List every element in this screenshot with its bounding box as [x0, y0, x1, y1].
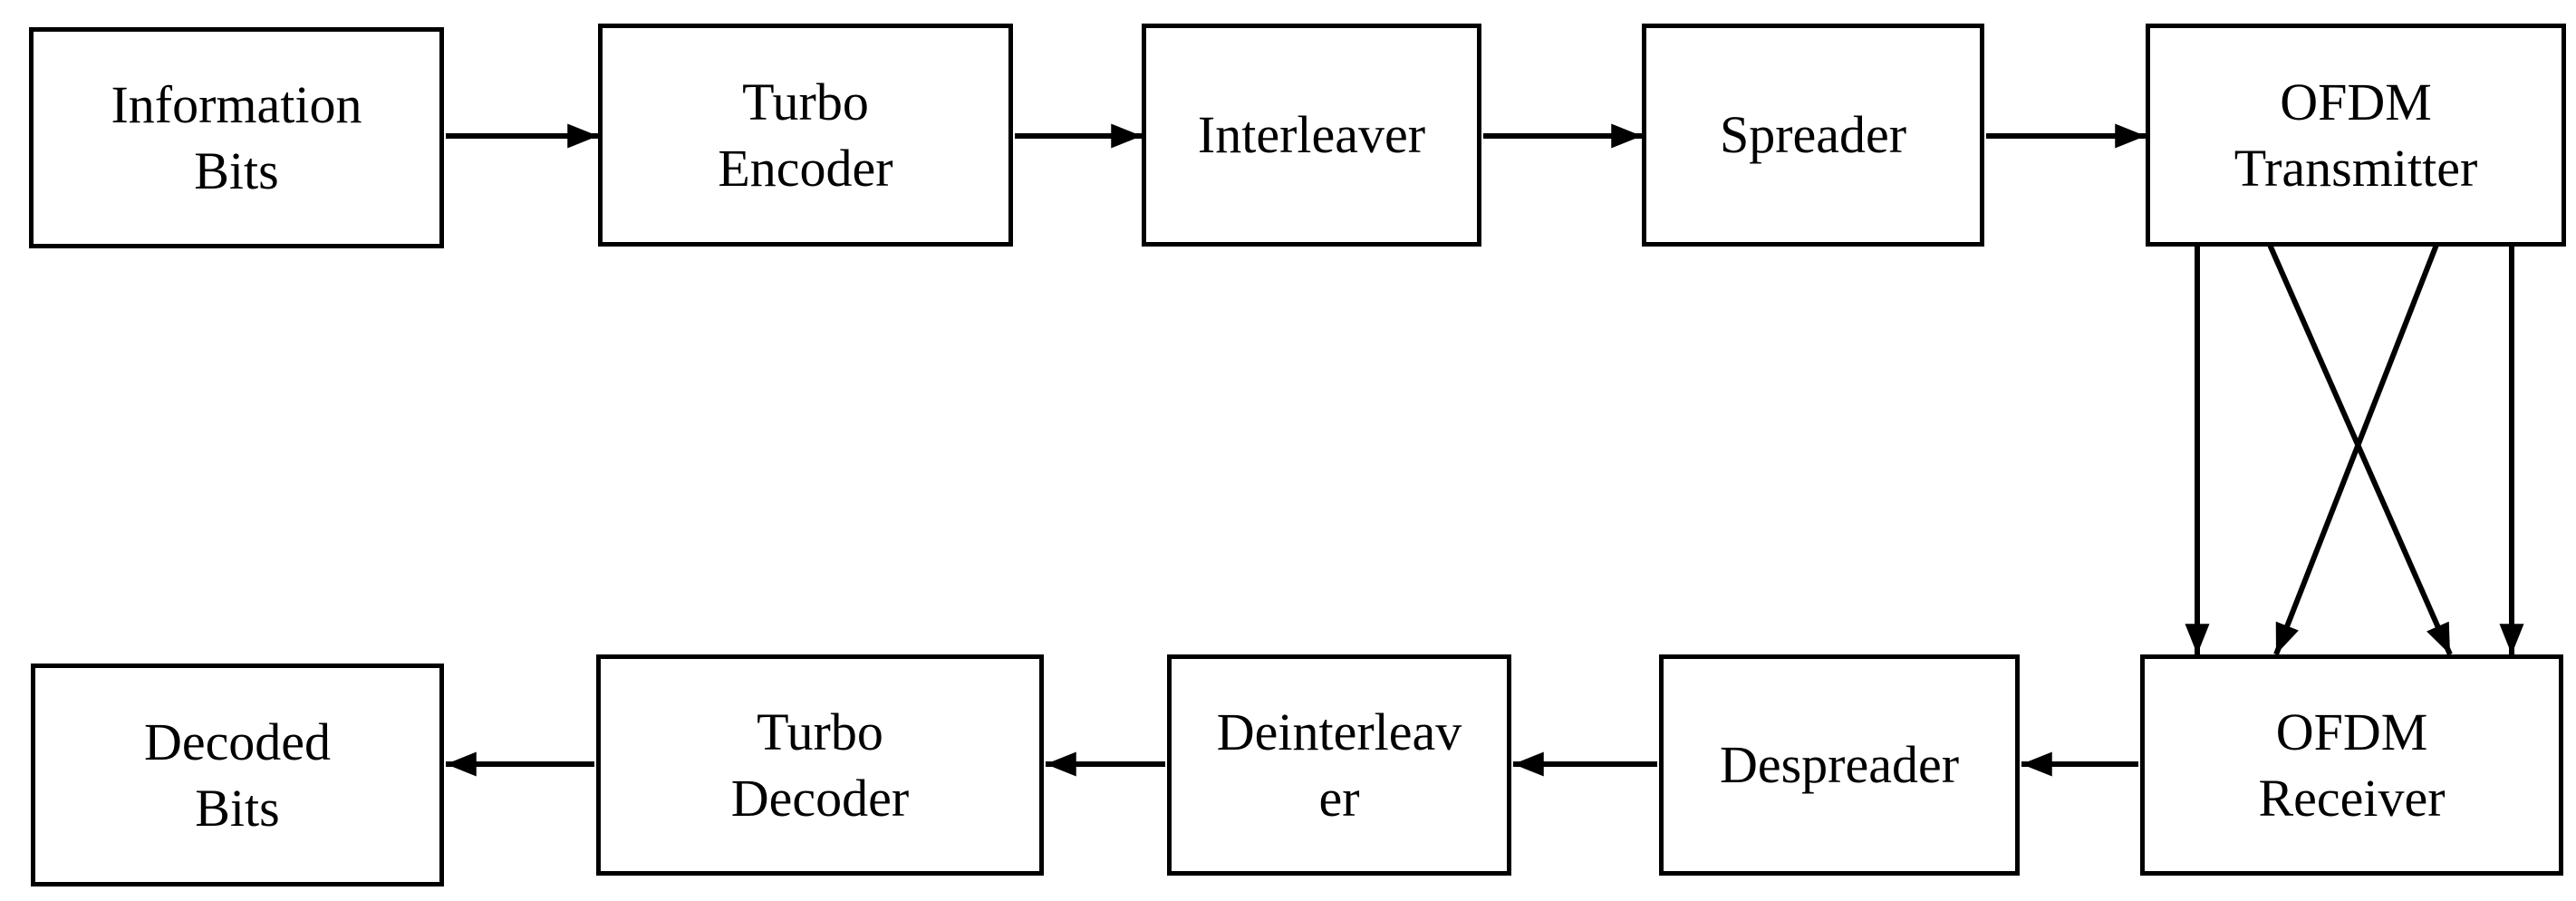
block-ofdm-receiver: OFDM Receiver — [2140, 654, 2563, 876]
channel-arrow-cross-right-to-left — [2273, 243, 2439, 656]
block-turbo-decoder: Turbo Decoder — [596, 654, 1044, 876]
block-label-interleaver: Interleaver — [1197, 105, 1426, 165]
block-label-ofdm-receiver: OFDM Receiver — [2258, 702, 2446, 828]
block-spreader: Spreader — [1642, 24, 1984, 247]
block-label-decoded-bits: Decoded Bits — [143, 712, 332, 838]
channel-arrow-cross-left-to-right — [2267, 243, 2453, 656]
block-ofdm-transmitter: OFDM Transmitter — [2146, 24, 2566, 247]
block-label-deinterleaver: Deinterleav er — [1216, 702, 1462, 828]
block-label-spreader: Spreader — [1719, 105, 1907, 165]
block-interleaver: Interleaver — [1142, 24, 1481, 247]
block-label-information-bits: Information Bits — [111, 74, 362, 200]
block-turbo-encoder: Turbo Encoder — [598, 24, 1013, 247]
block-deinterleaver: Deinterleav er — [1167, 654, 1511, 876]
block-label-despreader: Despreader — [1719, 735, 1960, 795]
block-despreader: Despreader — [1659, 654, 2020, 876]
block-label-turbo-decoder: Turbo Decoder — [730, 702, 910, 828]
block-label-turbo-encoder: Turbo Encoder — [718, 72, 893, 198]
block-information-bits: Information Bits — [29, 27, 444, 248]
block-label-ofdm-transmitter: OFDM Transmitter — [2233, 72, 2478, 198]
block-decoded-bits: Decoded Bits — [31, 664, 444, 886]
